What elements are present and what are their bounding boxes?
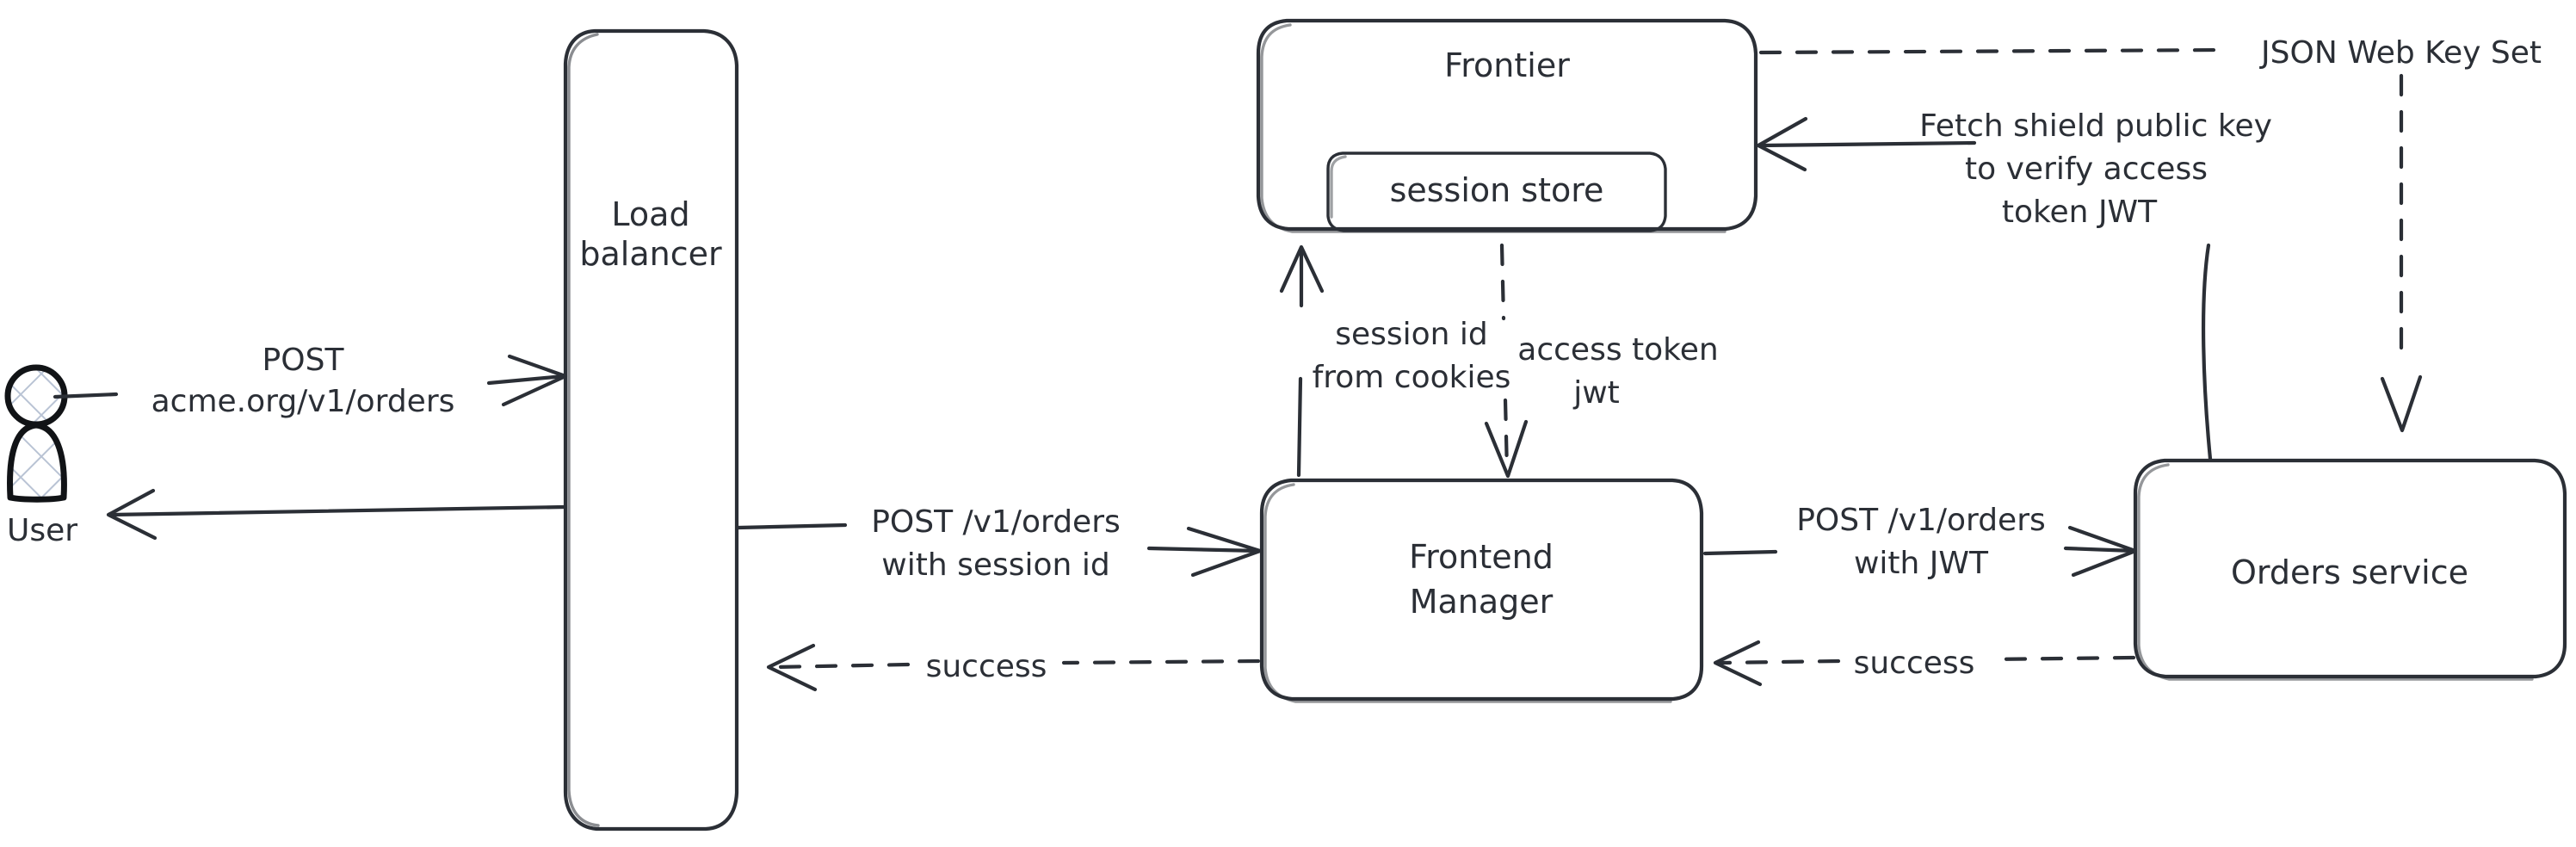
- edge-lb-to-fm-label-line2: with session id: [881, 547, 1109, 583]
- edge-fm-to-orders-service: [1702, 525, 2138, 578]
- edge-fm-session-id-label-line2: from cookies: [1313, 360, 1511, 395]
- edge-fm-to-orders-label-line2: with JWT: [1854, 546, 1989, 581]
- edge-fetch-key-label-line2: to verify access: [1965, 151, 2208, 187]
- edge-orders-to-fm-success: [1713, 640, 2136, 687]
- user-actor-icon: [4, 364, 68, 503]
- frontier-node[interactable]: [1256, 18, 1758, 233]
- edge-lb-to-frontend-manager: [736, 522, 1263, 578]
- frontend-manager-label-line1: Frontend: [1409, 538, 1554, 576]
- edge-orders-to-fm-label: success: [1854, 646, 1975, 681]
- edge-frontier-to-fm-access-token: [1484, 243, 1529, 479]
- session-store-label: session store: [1390, 171, 1604, 209]
- edge-lb-to-user: [106, 488, 566, 541]
- edge-user-to-lb-label-line2: acme.org/v1/orders: [151, 384, 455, 419]
- edge-fm-to-lb-label: success: [926, 649, 1047, 684]
- edge-fm-to-orders-label-line1: POST /v1/orders: [1796, 503, 2046, 538]
- edge-user-to-lb-label-line1: POST: [263, 343, 345, 378]
- edge-fetch-key-label-line3: token JWT: [2002, 195, 2158, 230]
- edge-orders-to-frontier-fetch-key: [1756, 116, 2213, 461]
- edge-lb-to-fm-label-line1: POST /v1/orders: [871, 504, 1121, 540]
- load-balancer-node[interactable]: [563, 28, 739, 832]
- edge-user-to-load-balancer: [53, 354, 568, 407]
- edge-jwks-label: JSON Web Key Set: [2259, 35, 2542, 71]
- orders-service-label: Orders service: [2231, 553, 2468, 591]
- edge-fm-to-lb-success: [766, 643, 1261, 692]
- edge-fm-to-session-store: [1279, 244, 1325, 478]
- frontend-manager-node[interactable]: [1259, 478, 1704, 703]
- edge-fm-session-id-label-line1: session id: [1335, 317, 1488, 352]
- frontier-label: Frontier: [1444, 46, 1570, 84]
- frontend-manager-label-line2: Manager: [1410, 583, 1554, 621]
- load-balancer-label-line2: balancer: [579, 235, 722, 273]
- edge-jwks: [1758, 47, 2423, 433]
- edge-access-token-label-line1: access token: [1517, 332, 1718, 368]
- orders-service-node[interactable]: [2133, 458, 2567, 681]
- edge-fetch-key-label-line1: Fetch shield public key: [1919, 108, 2272, 144]
- session-store-node[interactable]: [1326, 151, 1667, 232]
- edge-access-token-label-line2: jwt: [1572, 375, 1620, 411]
- load-balancer-label-line1: Load: [611, 195, 689, 233]
- user-label: User: [7, 513, 77, 548]
